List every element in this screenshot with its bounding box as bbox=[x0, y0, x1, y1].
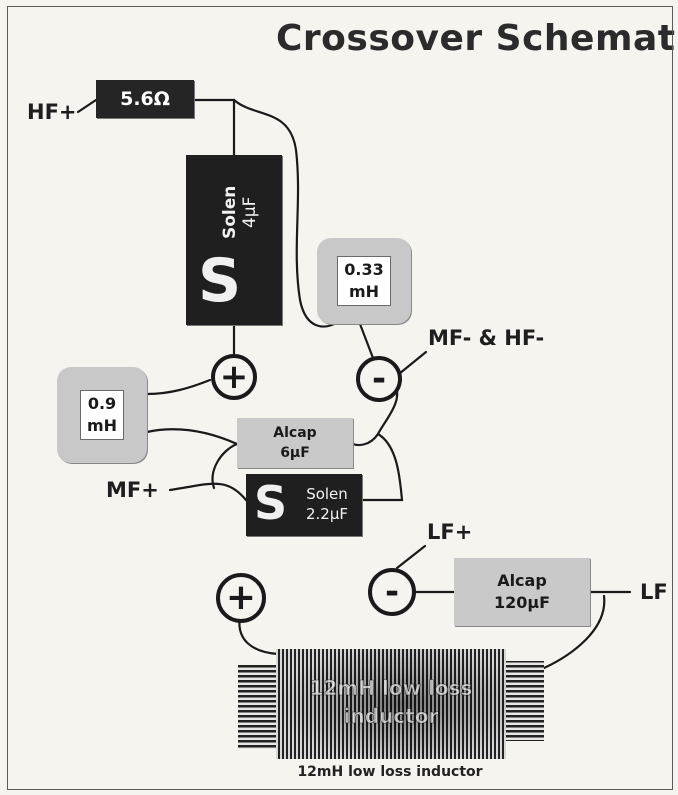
solen-2-2uf-brand: Solen bbox=[306, 485, 348, 503]
inductor-033-value: 0.33 bbox=[344, 260, 384, 279]
inductor-033-label: 0.33 mH bbox=[337, 256, 391, 306]
inductor-12mh-coil: 12mH low loss inductor bbox=[238, 649, 544, 759]
inductor-0-9mh: 0.9 mH bbox=[57, 367, 147, 463]
alcap-120uf-value: 120μF bbox=[493, 593, 551, 612]
wire-minus-to-solen-small bbox=[360, 432, 404, 502]
terminal-hf-plus: HF+ bbox=[27, 100, 77, 124]
diagram-title: Crossover Schematic bbox=[276, 18, 678, 59]
inductor-09-value: 0.9 bbox=[87, 394, 117, 413]
solen-4uf-label: Solen 4μF bbox=[220, 186, 260, 239]
coil-overlay-line2: inductor bbox=[344, 704, 439, 728]
terminal-mf-hf-minus: MF- & HF- bbox=[428, 326, 545, 350]
alcap-capacitor-6uf: Alcap 6μF bbox=[237, 418, 353, 468]
solen-2-2uf-value: 2.2μF bbox=[305, 505, 349, 523]
solen-logo-icon: S bbox=[198, 246, 242, 316]
polarity-minus-low: - bbox=[368, 568, 416, 616]
inductor-09-label: 0.9 mH bbox=[79, 390, 125, 440]
wire-alcap6-to-solen-left bbox=[211, 442, 239, 490]
wire-lf-plus bbox=[395, 544, 427, 570]
coil-right-terminals bbox=[500, 661, 544, 741]
inductor-033-unit: mH bbox=[348, 282, 380, 301]
solen-small-logo-icon: S bbox=[254, 476, 288, 530]
polarity-minus-mid: - bbox=[356, 356, 402, 402]
coil-shading bbox=[276, 649, 506, 759]
terminal-lf-minus: LF bbox=[640, 580, 668, 604]
solen-4uf-brand: Solen bbox=[220, 185, 240, 239]
wire-resistor-to-solen bbox=[192, 98, 236, 157]
alcap-120uf-brand: Alcap bbox=[497, 571, 547, 590]
alcap-capacitor-120uf: Alcap 120μF bbox=[454, 558, 590, 626]
wire-hf-plus bbox=[76, 98, 98, 114]
solen-capacitor-4uf: Solen 4μF S bbox=[186, 155, 282, 325]
wire-plus-to-09mh bbox=[145, 378, 212, 396]
alcap-6uf-value: 6μF bbox=[280, 445, 310, 461]
polarity-plus-low: + bbox=[216, 573, 266, 623]
solen-2-2uf-label: Solen 2.2μF bbox=[296, 484, 358, 524]
coil-caption: 12mH low loss inductor bbox=[297, 764, 483, 780]
resistor-5-6-ohm: 5.6Ω bbox=[96, 80, 194, 118]
solen-capacitor-2-2uf: S Solen 2.2μF bbox=[246, 474, 362, 536]
inductor-09-unit: mH bbox=[86, 416, 118, 435]
resistor-label: 5.6Ω bbox=[120, 88, 170, 110]
alcap-6uf-brand: Alcap bbox=[273, 425, 317, 441]
wire-alcap120-to-coil bbox=[542, 594, 606, 670]
wire-033mh-to-minus bbox=[358, 322, 375, 360]
coil-overlay-line1: 12mH low loss bbox=[310, 676, 473, 700]
wire-resistor-to-033mh bbox=[232, 98, 340, 328]
wire-mf-plus bbox=[168, 482, 248, 502]
terminal-mf-plus: MF+ bbox=[106, 478, 159, 502]
inductor-0-33mh: 0.33 mH bbox=[317, 238, 411, 324]
solen-4uf-value: 4μF bbox=[240, 196, 260, 229]
terminal-lf-plus: LF+ bbox=[427, 520, 473, 544]
coil-left-terminals bbox=[238, 665, 282, 749]
wire-09mh-to-alcap6 bbox=[145, 428, 239, 446]
polarity-plus-mid: + bbox=[211, 354, 257, 400]
